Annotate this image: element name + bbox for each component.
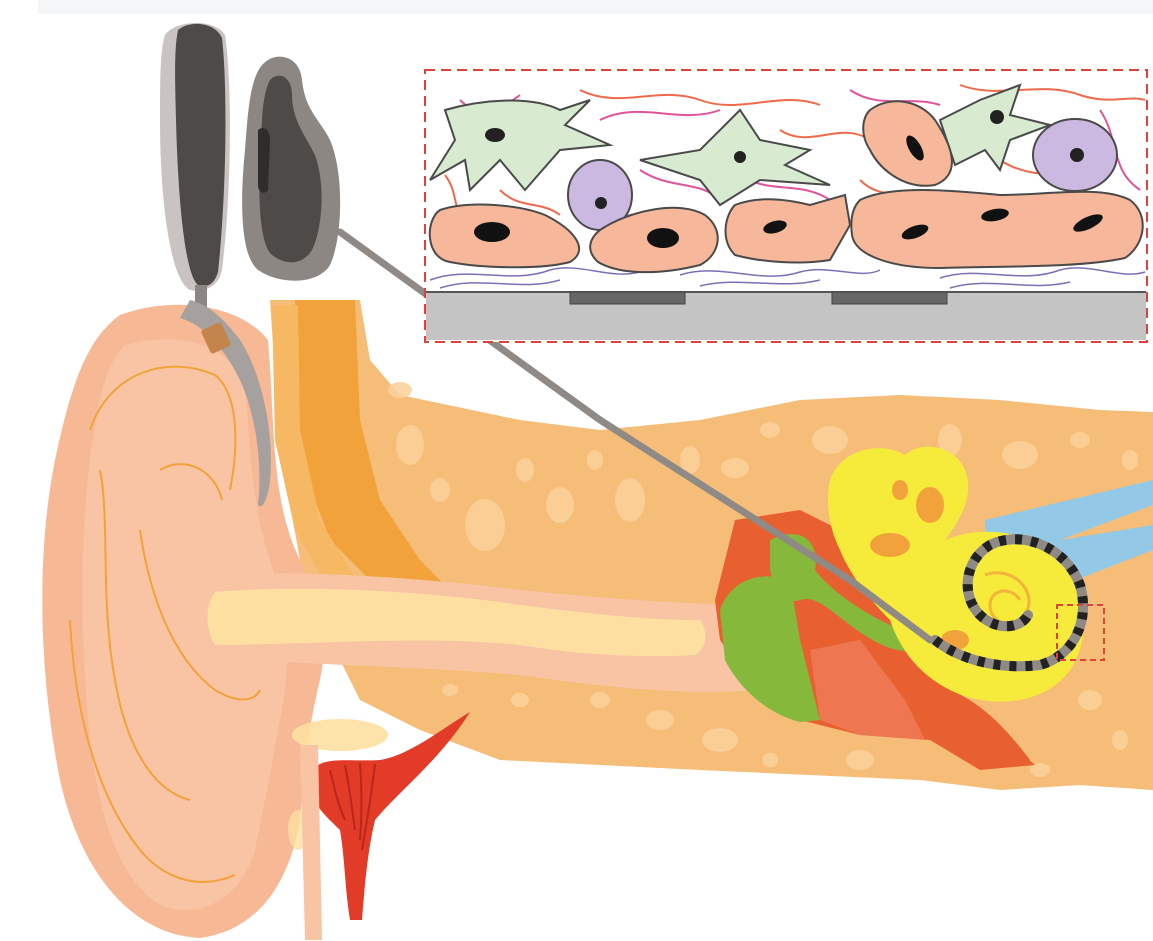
substrate-layer bbox=[426, 292, 1146, 340]
electrode-pad-right bbox=[832, 292, 947, 304]
cell-tissue-inset bbox=[425, 70, 1147, 342]
transmitter-coil-icon bbox=[242, 57, 340, 281]
electrode-pad-left bbox=[570, 292, 685, 304]
